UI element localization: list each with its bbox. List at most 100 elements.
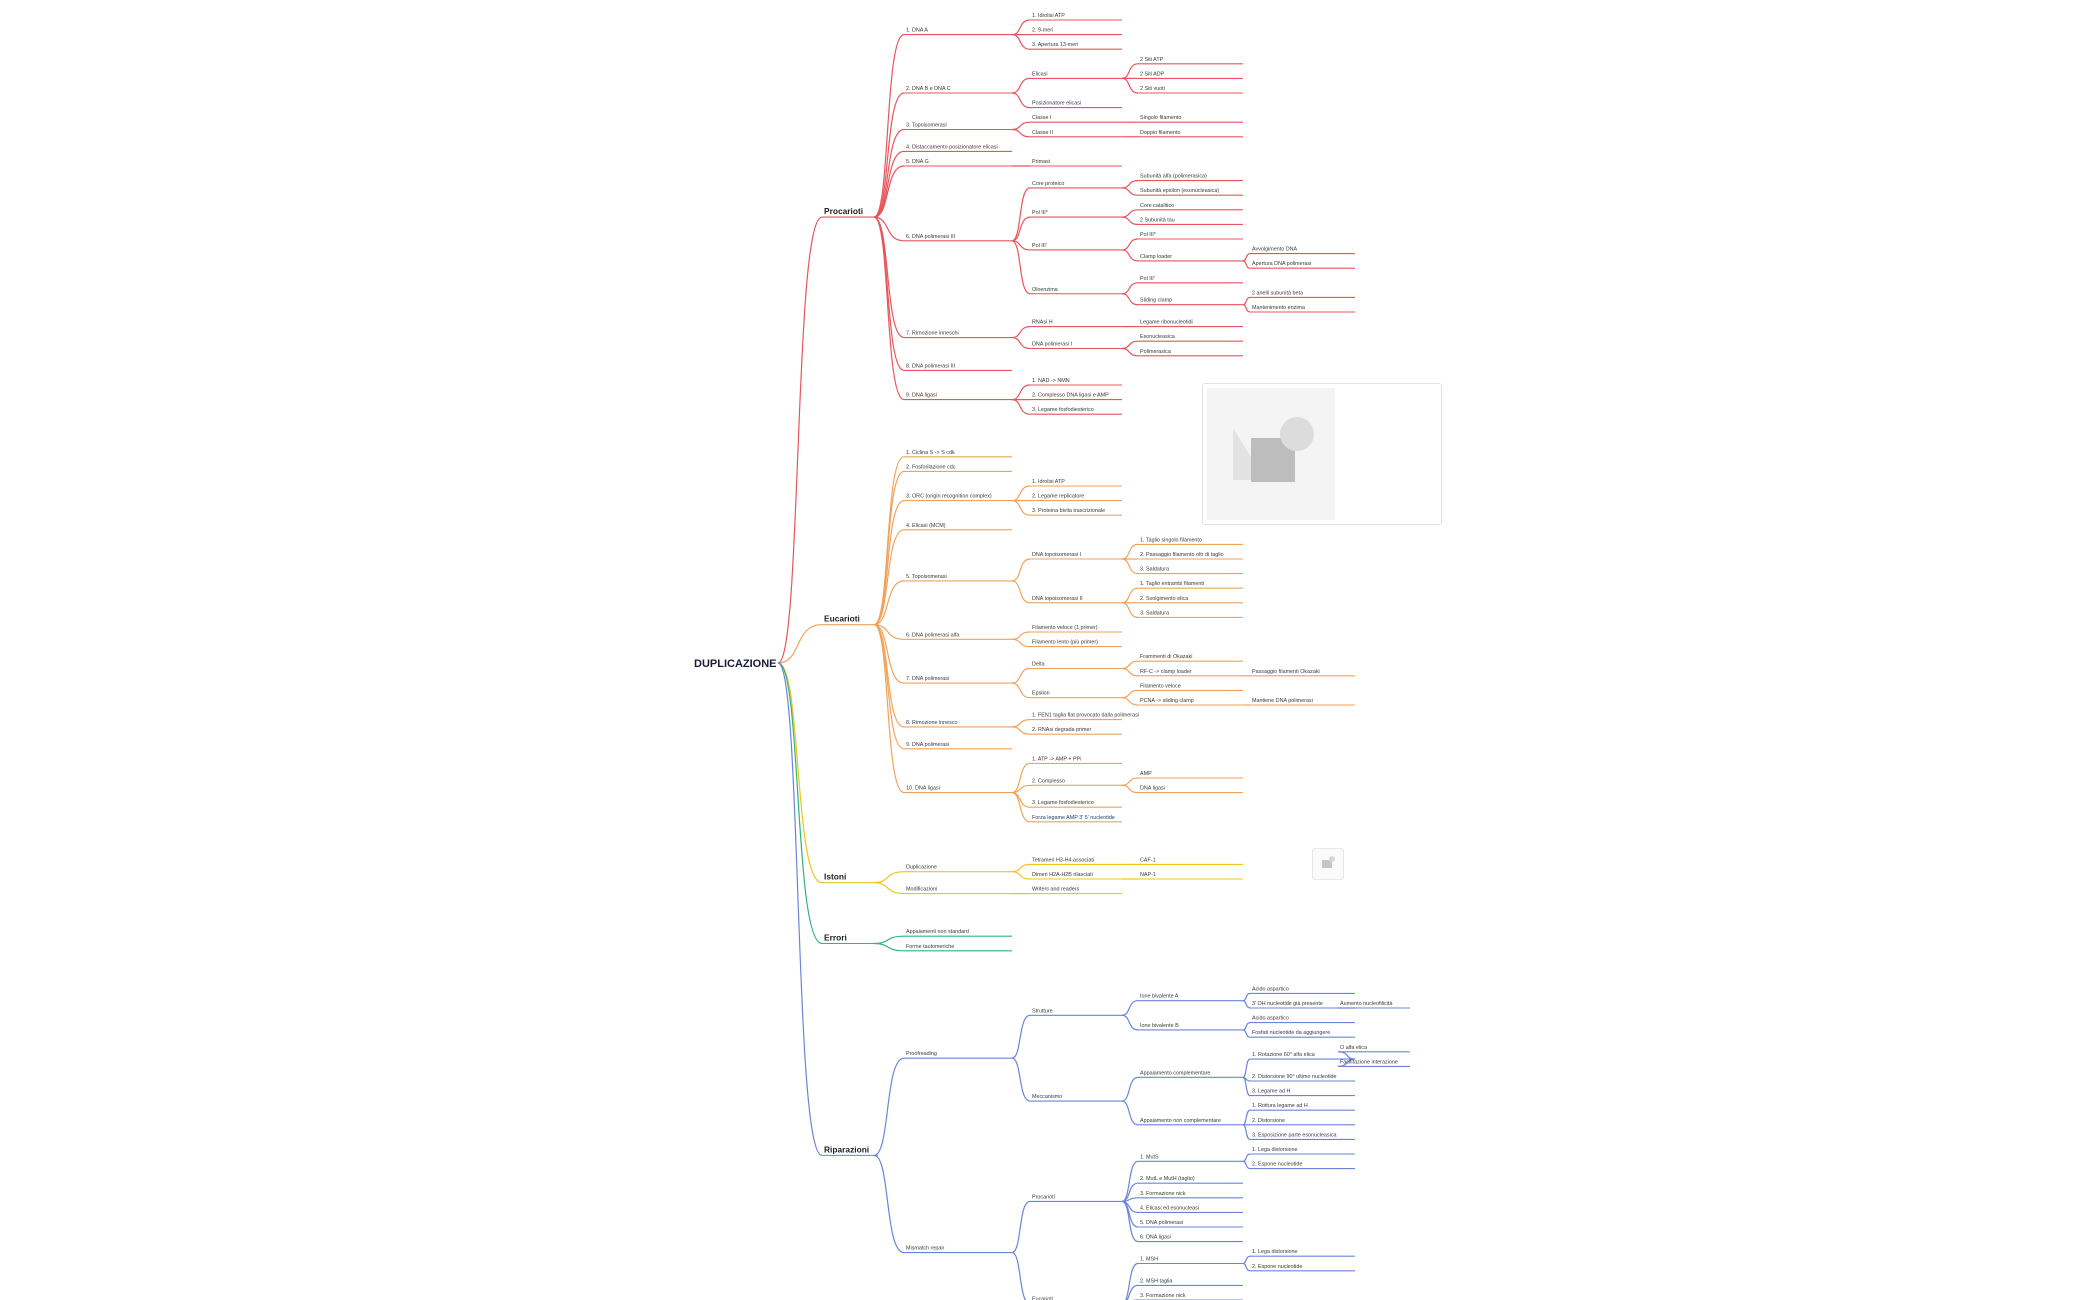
node-2-msh-taglia[interactable]: 2. MSH taglia (1140, 1278, 1172, 1284)
node-procarioti[interactable]: Procarioti (1032, 1194, 1055, 1200)
node-dna-polimerasi-i[interactable]: DNA polimerasi I (1032, 342, 1072, 348)
node-amp[interactable]: AMP (1140, 771, 1152, 777)
node-posizionatore-elicasi[interactable]: Posizionatore elicasi (1032, 101, 1081, 107)
node-clamp-loader[interactable]: Clamp loader (1140, 254, 1172, 260)
node-1-ciclina-s-s-cdk[interactable]: 1. Ciclina S -> S cdk (906, 450, 955, 456)
node-appaiamento-complementare[interactable]: Appaiamento complementare (1140, 1070, 1210, 1076)
node-4-elicasi-ed-esonucleasi[interactable]: 4. Elicasi ed esonucleasi (1140, 1205, 1199, 1211)
node-7-rimozione-inneschi[interactable]: 7. Rimozione inneschi (906, 331, 959, 337)
node-eucarioti[interactable]: Eucarioti (1032, 1297, 1053, 1300)
node-appaiamenti-non-standard[interactable]: Appaiamenti non standard (906, 929, 969, 935)
node-pcna-sliding-clamp[interactable]: PCNA -> sliding clamp (1140, 698, 1194, 704)
node-strutture[interactable]: Strutture (1032, 1008, 1053, 1014)
node-proofreading[interactable]: Proofreading (906, 1051, 937, 1057)
node-2-distorsione[interactable]: 2. Distorsione (1252, 1118, 1285, 1124)
node-dimeri-h2a-h2b-rilasciati[interactable]: Dimeri H2A-H2B rilasciati (1032, 872, 1093, 878)
node-1-muts[interactable]: 1. MutS (1140, 1154, 1159, 1160)
node-3-orc-origin-recognition-complex[interactable]: 3. ORC (origin recognition complex) (906, 494, 992, 500)
node-pol-iii[interactable]: Pol III' (1032, 243, 1047, 249)
main-topic-procarioti[interactable]: Procarioti (824, 206, 863, 216)
node-5-dna-g[interactable]: 5. DNA G (906, 159, 929, 165)
node-elicasi[interactable]: Elicasi (1032, 71, 1048, 77)
node-4-distaccamento-posizionatore-elicasi[interactable]: 4. Distaccamento posizionatore elicasi (906, 144, 998, 150)
node-avvolgimento-dna[interactable]: Avvolgimento DNA (1252, 247, 1298, 253)
node-o-alfa-elica[interactable]: O alfa elica (1340, 1045, 1367, 1051)
node-1-taglio-entrambi-filamenti[interactable]: 1. Taglio entrambi filamenti (1140, 581, 1204, 587)
node-esonucleasica[interactable]: Esonucleasica (1140, 334, 1175, 340)
main-topic-riparazioni[interactable]: Riparazioni (824, 1144, 869, 1154)
node-sliding-clamp[interactable]: Sliding clamp (1140, 298, 1172, 304)
node-epsilon[interactable]: Epsilon (1032, 691, 1050, 697)
main-topic-istoni[interactable]: Istoni (824, 872, 846, 882)
node-1-dna-a[interactable]: 1. DNA A (906, 28, 928, 34)
node-2-svolgimento-elica[interactable]: 2. Svolgimento elica (1140, 596, 1188, 602)
node-3-legame-ad-h[interactable]: 3. Legame ad H (1252, 1089, 1290, 1095)
node-modificazioni[interactable]: Modificazioni (906, 887, 937, 893)
node-6-dna-ligasi[interactable]: 6. DNA ligasi (1140, 1235, 1171, 1241)
node-apertura-dna-polimerasi[interactable]: Apertura DNA polimerasi (1252, 261, 1311, 267)
node-mantiene-dna-polimerasi[interactable]: Mantiene DNA polimerasi (1252, 698, 1313, 704)
node-forme-tautomeriche[interactable]: Forme tautomeriche (906, 944, 954, 950)
node-5-topoisomerasi[interactable]: 5. Topoisomerasi (906, 574, 947, 580)
node-core-catalitico[interactable]: Core catalitico (1140, 203, 1174, 209)
main-topic-errori[interactable]: Errori (824, 933, 847, 943)
node-rnasi-h[interactable]: RNAsi H (1032, 320, 1053, 326)
node-legame-ribonucleotidi[interactable]: Legame ribonucleotidi (1140, 320, 1193, 326)
node-2-rnasi-degrada-primer[interactable]: 2. RNAsi degrada primer (1032, 727, 1092, 733)
node-duplicazione[interactable]: Duplicazione (906, 865, 937, 871)
node-10-dna-ligasi[interactable]: 10. DNA ligasi (906, 786, 940, 792)
node-1-lega-distorsione[interactable]: 1. Lega distorsione (1252, 1249, 1298, 1255)
node-tetrameri-h3-h4-associati[interactable]: Tetrameri H3-H4 associati (1032, 857, 1094, 863)
node-frammenti-di-okazaki[interactable]: Frammenti di Okazaki (1140, 654, 1192, 660)
node-caf-1[interactable]: CAF-1 (1140, 857, 1156, 863)
node-polimerasica[interactable]: Polimerasica (1140, 349, 1171, 355)
node-pol-iii[interactable]: Pol III' (1140, 276, 1155, 282)
node-1-msh[interactable]: 1. MSH (1140, 1257, 1158, 1263)
node-1-nad-nmn[interactable]: 1. NAD -> NMN (1032, 378, 1070, 384)
node-primasi[interactable]: Primasi (1032, 159, 1050, 165)
node-filamento-veloce[interactable]: Filamento veloce (1140, 683, 1181, 689)
node-pol-iii[interactable]: Pol III* (1140, 232, 1157, 238)
node-core-proteico[interactable]: Core proteico (1032, 181, 1064, 187)
node-aumento-nucleofilicita[interactable]: Aumento nucleofilicità (1340, 1001, 1392, 1007)
node-5-dna-polimerasi[interactable]: 5. DNA polimerasi (1140, 1220, 1183, 1226)
node-2-espone-nucleotide[interactable]: 2. Espone nucleotide (1252, 1264, 1302, 1270)
node-subunita-epsilon-esonucleasica[interactable]: Subunità epsilon (esonucleasica) (1140, 188, 1219, 194)
node-dna-topoisomerasi-i[interactable]: DNA topoisomerasi I (1032, 552, 1081, 558)
node-nap-1[interactable]: NAP-1 (1140, 872, 1156, 878)
root-topic[interactable]: DUPLICAZIONE (694, 658, 777, 670)
node-meccanismo[interactable]: Meccanismo (1032, 1094, 1062, 1100)
node-2-espone-nucleotide[interactable]: 2. Espone nucleotide (1252, 1162, 1302, 1168)
node-1-idrolisi-atp[interactable]: 1. Idrolisi ATP (1032, 13, 1065, 19)
node-3-saldatura[interactable]: 3. Saldatura (1140, 567, 1169, 573)
node-2-complesso-dna-ligasi-e-amp[interactable]: 2. Complesso DNA ligasi e AMP (1032, 393, 1109, 399)
node-doppio-filamento[interactable]: Doppio filamento (1140, 130, 1180, 136)
node-classe-ii[interactable]: Classe II (1032, 130, 1053, 136)
node-classe-i[interactable]: Classe I (1032, 115, 1051, 121)
node-mantenimento-enzima[interactable]: Mantenimento enzima (1252, 305, 1305, 311)
node-singolo-filamento[interactable]: Singolo filamento (1140, 115, 1181, 121)
node-dna-topoisomerasi-ii[interactable]: DNA topoisomerasi II (1032, 596, 1083, 602)
node-2-siti-atp[interactable]: 2 Siti ATP (1140, 57, 1164, 63)
node-1-idrolisi-atp[interactable]: 1. Idrolisi ATP (1032, 479, 1065, 485)
node-8-rimozione-innesco[interactable]: 8. Rimozione innesco (906, 720, 958, 726)
node-3-saldatura[interactable]: 3. Saldatura (1140, 610, 1169, 616)
node-2-legame-replicatore[interactable]: 2. Legame replicatore (1032, 494, 1084, 500)
node-facilitazione-interazione[interactable]: Facilitazione interazione (1340, 1059, 1398, 1065)
node-8-dna-polimerasi-iii[interactable]: 8. DNA polimerasi III (906, 363, 955, 369)
node-9-dna-ligasi[interactable]: 9. DNA ligasi (906, 393, 937, 399)
node-2-passaggio-filamento-oltr-di-taglio[interactable]: 2. Passaggio filamento oltr di taglio (1140, 552, 1224, 558)
main-topic-eucarioti[interactable]: Eucarioti (824, 614, 860, 624)
node-3-legame-fosfodiesterico[interactable]: 3. Legame fosfodiesterico (1032, 800, 1094, 806)
node-9-dna-polimerasi[interactable]: 9. DNA polimerasi (906, 742, 949, 748)
node-delta[interactable]: Delta (1032, 662, 1045, 668)
node-2-subunita-tau[interactable]: 2 Subunità tau (1140, 217, 1175, 223)
node-appaiamento-non-complementare[interactable]: Appaiamento non complementare (1140, 1118, 1221, 1124)
node-1-fen1-taglia-flat-provocato-dalla-polimerasi[interactable]: 1. FEN1 taglia flat provocato dalla poli… (1032, 713, 1139, 719)
node-2-distorsione-90-ultimo-nucleotide[interactable]: 2. Distorsione 90° ultimo nucleotide (1252, 1074, 1337, 1080)
node-3-formazione-nick[interactable]: 3. Formazione nick (1140, 1293, 1186, 1299)
node-dna-ligasi[interactable]: DNA ligasi (1140, 786, 1165, 792)
node-2-dna-b-e-dna-c[interactable]: 2. DNA B e DNA C (906, 86, 951, 92)
node-2-anelli-subunita-beta[interactable]: 2 anelli subunità beta (1252, 290, 1303, 296)
node-2-mutl-e-muth-taglio[interactable]: 2. MutL e MutH (taglio) (1140, 1176, 1195, 1182)
